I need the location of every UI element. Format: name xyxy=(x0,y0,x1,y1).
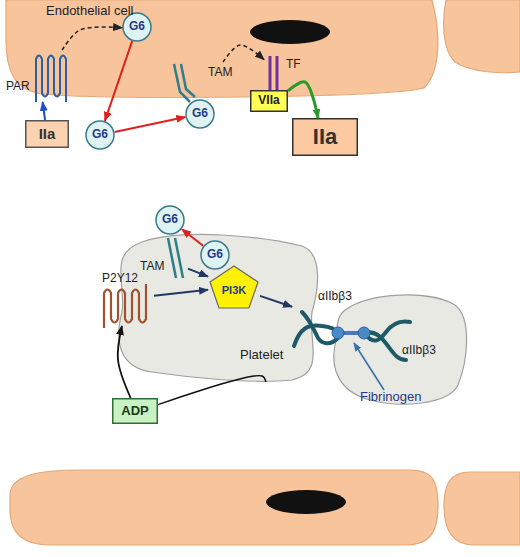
node-text: TAM xyxy=(208,66,232,79)
endothelial-cell-bottom-right xyxy=(444,472,520,545)
protein-circle xyxy=(123,13,151,41)
callout-label: Fibrinogen xyxy=(360,390,421,404)
node-text: PAR xyxy=(6,80,30,93)
connector-arrow xyxy=(43,102,45,120)
connector-arrow xyxy=(105,41,132,121)
g6-protein: G6 xyxy=(155,205,185,235)
node-text: TF xyxy=(286,58,301,71)
protein-circle xyxy=(201,241,229,269)
endothelial-cell: Endothelial cellG6 xyxy=(6,0,438,100)
receptor-symbol xyxy=(174,64,195,102)
node-text: αIIbβ3 xyxy=(318,290,352,303)
node-text: Endothelial cell xyxy=(46,4,133,18)
receptor-symbol xyxy=(168,238,183,278)
second-platelet xyxy=(334,295,467,404)
box-outline xyxy=(113,399,158,424)
tissue-factor: TF xyxy=(264,54,308,92)
connector-arrow xyxy=(62,27,122,50)
fibrinogen-knob xyxy=(358,327,370,339)
node-text: G6 xyxy=(129,20,145,33)
protein-circle xyxy=(86,121,114,149)
factor-viia-box: VIIa xyxy=(250,90,288,112)
pentagon-outline xyxy=(210,266,258,308)
cell-nucleus xyxy=(266,490,346,514)
platelet-body xyxy=(119,234,318,381)
integrin-receptor: αIIbβ3 xyxy=(352,316,448,362)
adp-box: ADP xyxy=(112,398,158,424)
par-receptor: PAR xyxy=(6,50,72,102)
g6-protein: G6 xyxy=(200,240,230,270)
fibrinogen-knob xyxy=(332,327,344,339)
node-text: P2Y12 xyxy=(102,272,138,285)
connector-arrow xyxy=(260,296,292,307)
g6-protein: G6 xyxy=(85,120,115,150)
connector-arrow xyxy=(154,290,208,296)
pi3k-pentagon: PI3K xyxy=(208,264,260,310)
thrombin-box: IIa xyxy=(292,118,358,156)
endothelial-cell-bottom xyxy=(10,470,438,545)
integrin-receptor: αIIbβ3 xyxy=(292,290,364,348)
shape-outline xyxy=(6,50,72,102)
connector-arrow xyxy=(182,229,203,246)
connector-arrow xyxy=(118,326,131,398)
node-text: ADP xyxy=(121,404,148,418)
shape-outline xyxy=(140,238,188,280)
box-outline xyxy=(251,91,288,112)
node-text: G6 xyxy=(207,248,223,261)
p2y12-receptor: P2Y12 xyxy=(96,272,154,326)
leader-line xyxy=(354,343,384,390)
node-text: G6 xyxy=(92,128,108,141)
node-text: VIIa xyxy=(258,94,279,107)
cell-body xyxy=(6,0,438,97)
connector-arrow xyxy=(115,117,186,132)
integrin-symbol xyxy=(294,312,338,346)
box-outline xyxy=(26,121,69,148)
platelet: Platelet G6PI3K xyxy=(112,232,322,382)
thrombin-box: IIa xyxy=(25,120,69,148)
connector-arrow xyxy=(288,82,318,118)
receptor-symbol xyxy=(104,284,146,328)
node-text: G6 xyxy=(162,213,178,226)
connector-arrow xyxy=(223,45,264,62)
node-text: G6 xyxy=(192,107,208,120)
endothelial-cell-neighbor xyxy=(444,0,520,73)
node-text: PI3K xyxy=(222,284,246,296)
receptor-symbol xyxy=(270,56,277,90)
node-text: Platelet xyxy=(240,348,283,362)
cell-nucleus xyxy=(250,20,330,44)
node-text: αIIbβ3 xyxy=(402,344,436,357)
g6-protein: G6 xyxy=(185,99,215,129)
tam-receptor: TAM xyxy=(140,238,188,280)
receptor-symbol xyxy=(36,56,66,103)
node-text: IIa xyxy=(39,126,56,143)
tam-receptor: TAM xyxy=(168,62,238,102)
node-text: IIa xyxy=(313,125,337,149)
fibrinogen-rod xyxy=(338,331,364,335)
connector-arrow xyxy=(188,269,208,277)
node-text: TAM xyxy=(140,260,164,273)
protein-circle xyxy=(156,206,184,234)
box-outline xyxy=(293,119,358,156)
protein-circle xyxy=(186,100,214,128)
connector-arrow xyxy=(158,376,266,405)
